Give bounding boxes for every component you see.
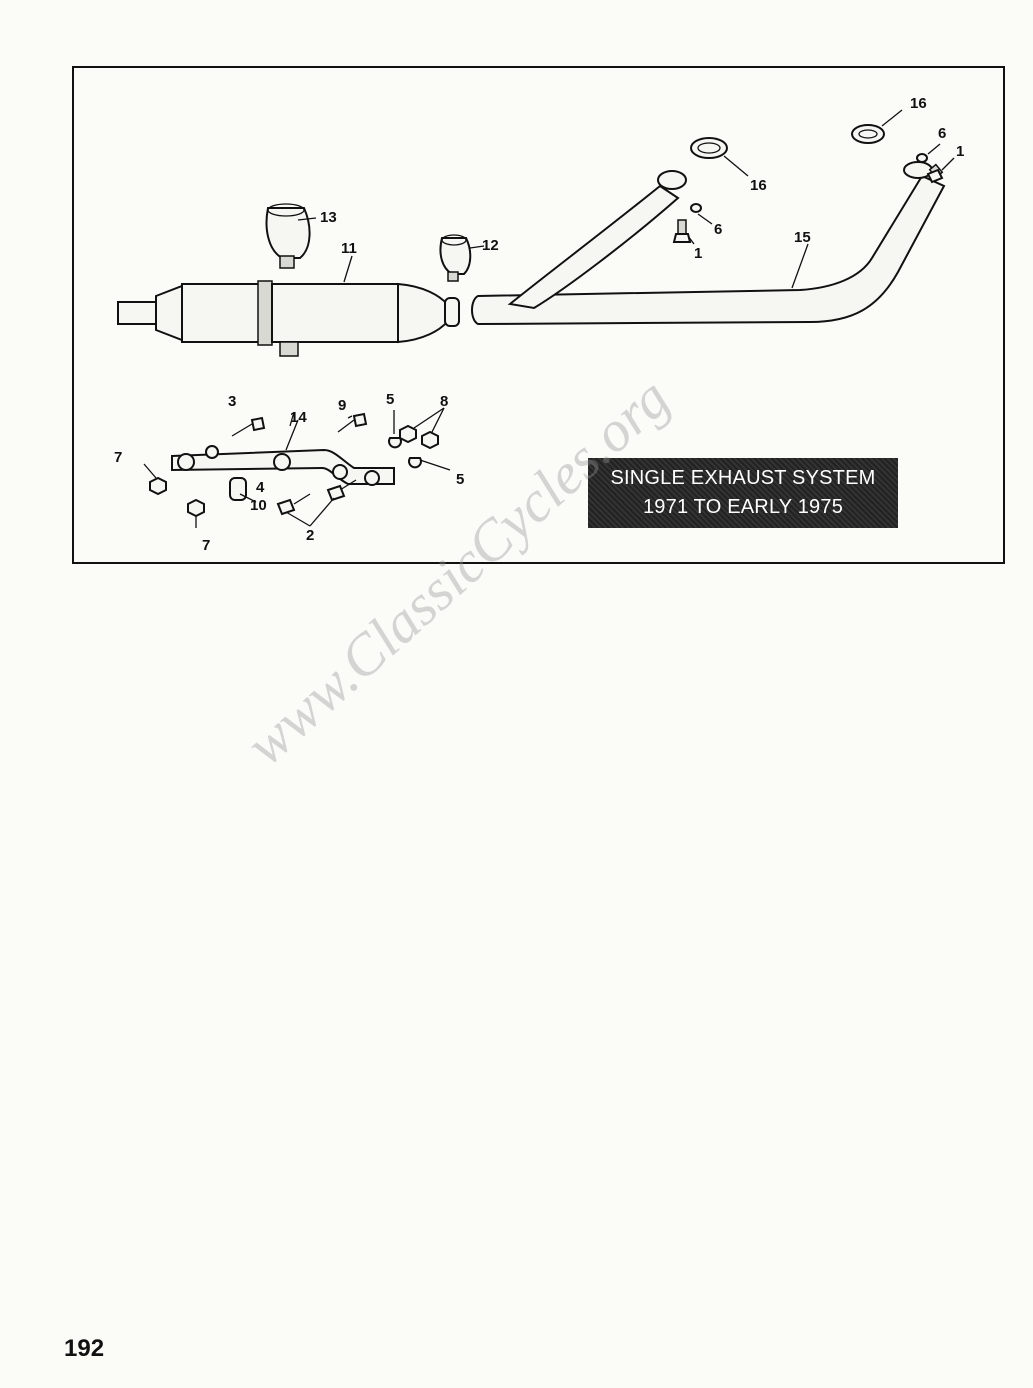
callout-1-front: 1 <box>694 245 702 262</box>
diagram-title-line-2: 1971 TO EARLY 1975 <box>642 496 844 518</box>
muffler-clamp-small <box>439 234 472 282</box>
muffler-bracket <box>171 445 395 486</box>
muffler <box>117 280 460 357</box>
callout-1-rear: 1 <box>956 143 964 160</box>
bolt-3 <box>231 416 266 437</box>
diagram-title-box: SINGLE EXHAUST SYSTEM 1971 TO EARLY 1975 <box>588 458 898 528</box>
callout-6-front: 6 <box>714 221 722 238</box>
callout-4: 4 <box>256 479 265 496</box>
spacer <box>229 477 247 501</box>
callout-3: 3 <box>228 393 236 410</box>
flange-bolt-rear <box>926 163 944 184</box>
nut-8a <box>399 424 417 444</box>
page-number: 192 <box>64 1335 105 1362</box>
exhaust-diagram-frame: 13 11 12 16 6 1 16 6 1 15 3 14 9 5 8 7 5… <box>72 58 1006 564</box>
exhaust-diagram: 13 11 12 16 6 1 16 6 1 15 3 14 9 5 8 7 5… <box>72 66 1005 564</box>
clip-5-bottom <box>408 457 422 469</box>
diagram-border <box>72 66 1005 564</box>
callout-10: 10 <box>250 497 267 514</box>
flange-bolt-front <box>672 219 692 243</box>
callout-5-bottom: 5 <box>456 471 464 488</box>
callout-2: 2 <box>306 527 314 544</box>
callout-14: 14 <box>290 409 307 426</box>
callout-9: 9 <box>338 397 346 414</box>
nut-7-bottom <box>187 498 205 518</box>
clip-5-top <box>388 437 402 449</box>
callout-13: 13 <box>320 209 337 226</box>
exhaust-pipe <box>471 161 946 326</box>
callout-7-left: 7 <box>114 449 122 466</box>
callout-5-top: 5 <box>386 391 394 408</box>
gasket-front <box>690 137 728 159</box>
callout-11: 11 <box>341 240 357 257</box>
bolt-9 <box>337 412 368 433</box>
bolt-2a <box>276 493 311 516</box>
leader-lines <box>143 109 955 528</box>
callout-12: 12 <box>482 237 499 254</box>
lock-washer-front <box>690 203 702 213</box>
nut-7-left <box>149 476 167 496</box>
nut-8b <box>421 430 439 450</box>
callout-6-rear: 6 <box>938 125 946 142</box>
diagram-title-line-1: SINGLE EXHAUST SYSTEM <box>610 467 876 489</box>
callout-16-rear: 16 <box>910 95 927 112</box>
bolt-2b <box>326 479 357 502</box>
callout-8: 8 <box>440 393 448 410</box>
callout-16-front: 16 <box>750 177 767 194</box>
lock-washer-rear <box>916 153 928 163</box>
gasket-rear <box>851 124 885 144</box>
callout-7-bottom: 7 <box>202 537 210 554</box>
muffler-clamp-large <box>265 203 311 269</box>
callout-15: 15 <box>794 229 811 246</box>
